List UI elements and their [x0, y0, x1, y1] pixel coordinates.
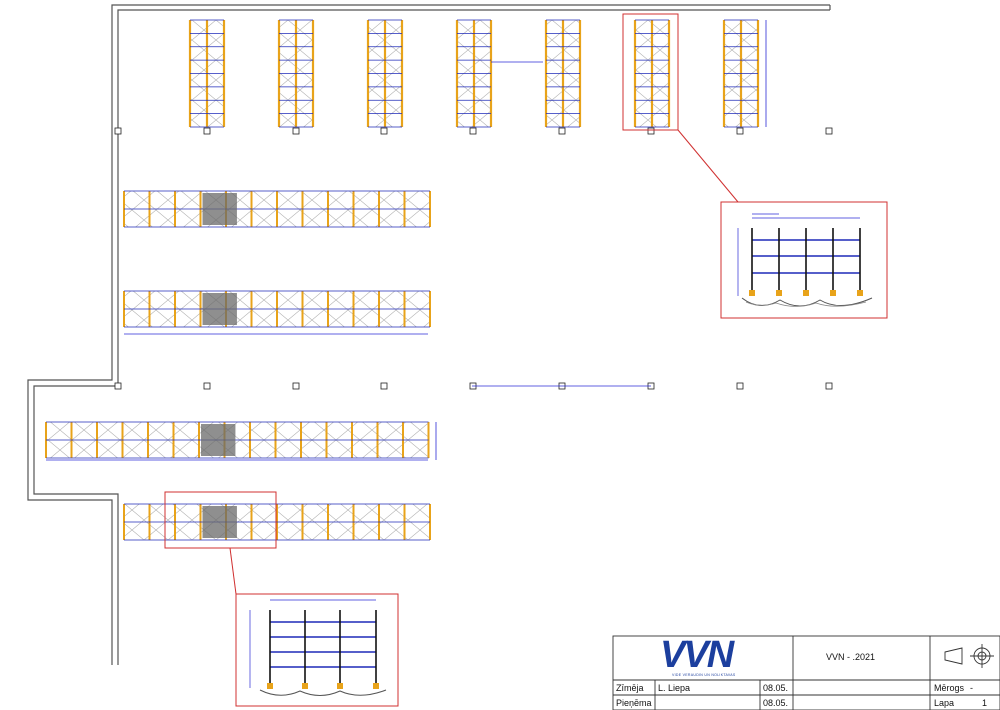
column-marker: [114, 382, 122, 390]
occupied-bay: [202, 506, 237, 538]
detail-view-side-elevation: [720, 201, 888, 319]
drawn-by-name: L. Liepa: [658, 683, 691, 693]
horizontal-racks: [45, 190, 431, 541]
highlight-box-horizontal-rack: [164, 491, 277, 549]
projection-symbol-icon: [944, 644, 994, 668]
column-marker: [292, 127, 300, 135]
column-marker: [203, 127, 211, 135]
vertical-rack: [633, 19, 671, 128]
sheet-value: 1: [982, 698, 988, 708]
column-marker: [736, 127, 744, 135]
column-markers: [114, 127, 833, 390]
vertical-rack: [455, 19, 493, 128]
company-logo-tagline: VIDE VERAUDIN UN NOLIKTAVAS: [672, 673, 736, 677]
vertical-rack: [277, 19, 315, 128]
drawn-by-date: 08.05.: [763, 683, 789, 693]
vertical-rack: [722, 19, 760, 128]
dimension-lines: [46, 20, 767, 461]
column-marker: [825, 127, 833, 135]
column-marker: [825, 382, 833, 390]
vertical-rack: [188, 19, 226, 128]
wall-outer: [27, 4, 830, 665]
column-marker: [469, 127, 477, 135]
column-marker: [292, 382, 300, 390]
occupied-bay: [202, 193, 237, 225]
vertical-rack: [366, 19, 404, 128]
horizontal-rack-row: [123, 503, 431, 541]
side-elevation-drawing: [737, 213, 873, 307]
horizontal-rack-row: [123, 190, 431, 228]
scale-value: -: [970, 683, 973, 693]
vertical-rack: [544, 19, 582, 128]
highlight-box-vertical-rack: [622, 13, 679, 131]
horizontal-rack-row: [123, 290, 431, 328]
sheet-label: Lapa: [934, 698, 955, 708]
horizontal-rack-row: [45, 421, 430, 459]
company-logo: VVN: [660, 634, 734, 676]
occupied-bay: [202, 293, 237, 325]
leader-line-right: [677, 129, 739, 203]
column-marker: [736, 382, 744, 390]
column-marker: [558, 127, 566, 135]
drawn-by-label: Zīmēja: [616, 683, 644, 693]
approved-by-date: 08.05.: [763, 698, 789, 708]
occupied-bay: [201, 424, 236, 456]
approved-by-label: Pieņēma: [616, 698, 652, 708]
front-elevation-drawing: [249, 599, 387, 696]
title-block-frame: [612, 635, 1000, 710]
wall-inner: [33, 9, 830, 665]
column-marker: [380, 382, 388, 390]
column-marker: [647, 127, 655, 135]
building-walls: [27, 4, 831, 665]
detail-view-front-elevation: [235, 593, 399, 707]
scale-label: Mērogs: [934, 683, 965, 693]
leader-line-bottom: [229, 547, 237, 595]
column-marker: [203, 382, 211, 390]
column-marker: [114, 127, 122, 135]
vertical-racks: [188, 19, 760, 128]
project-code: VVN - .2021: [826, 652, 876, 662]
detail-highlights: [164, 13, 888, 707]
column-marker: [380, 127, 388, 135]
